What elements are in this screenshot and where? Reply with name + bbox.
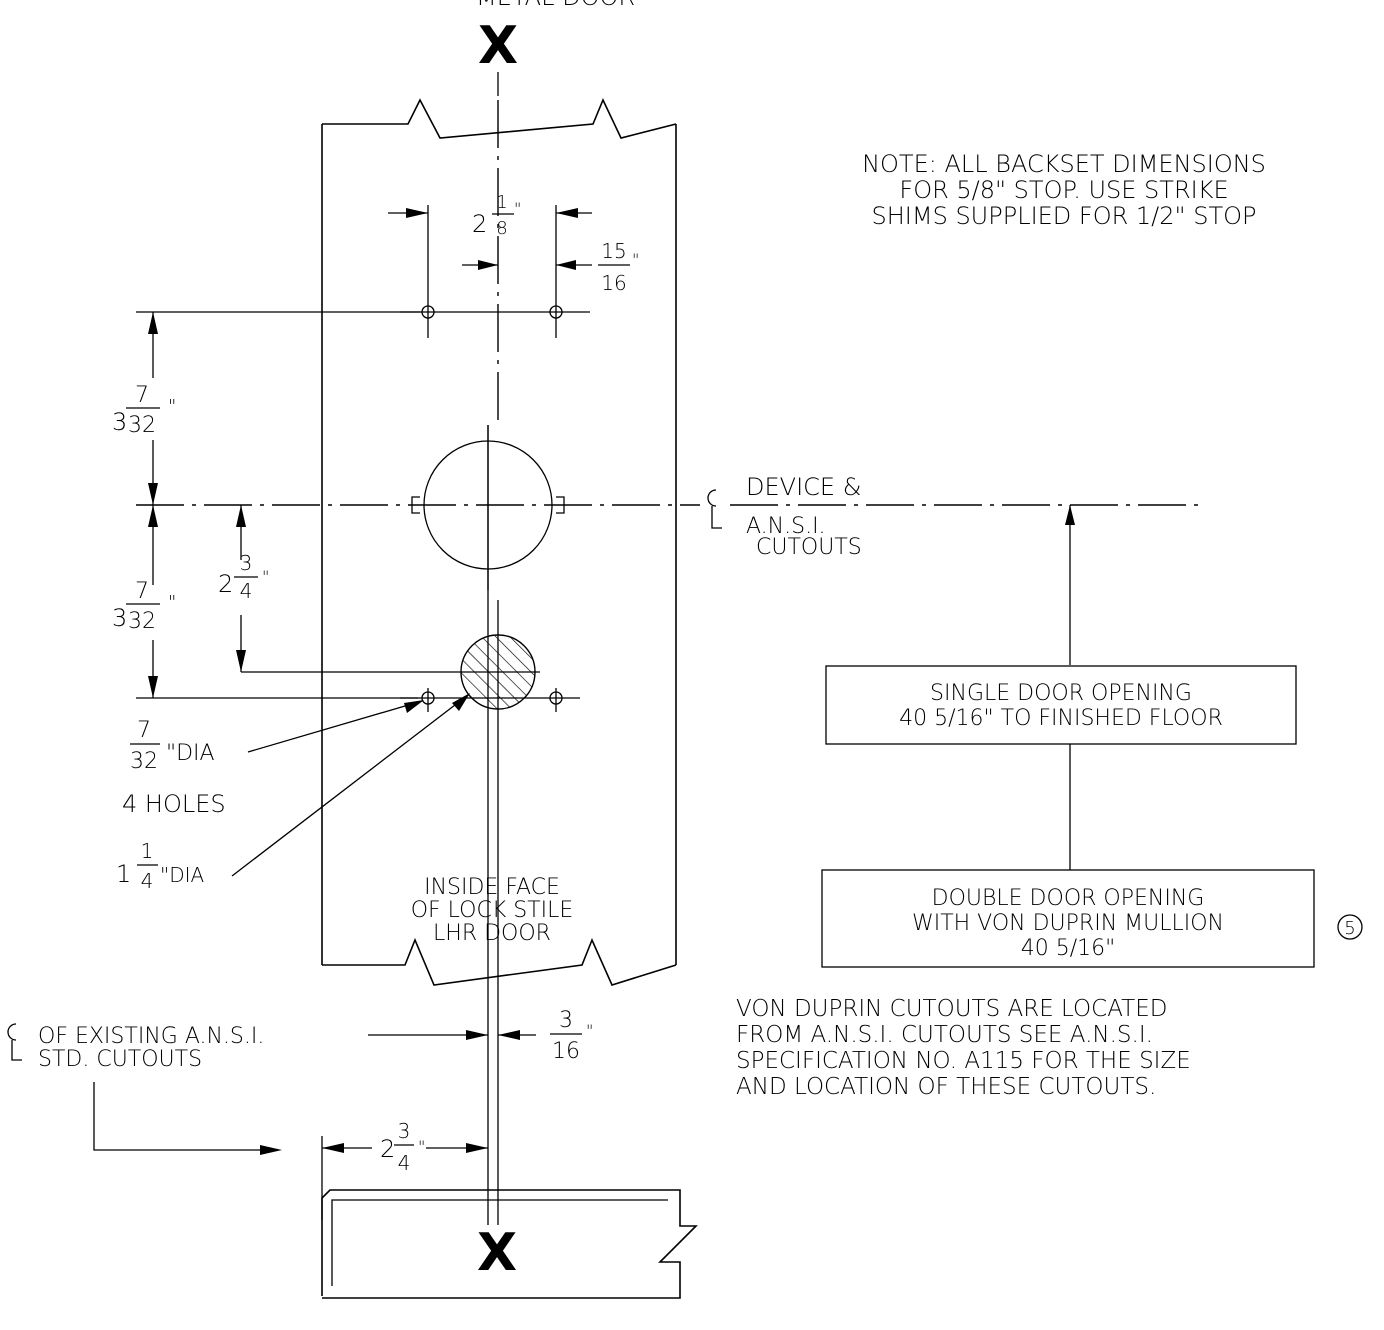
- center-mark-top: X: [478, 16, 518, 76]
- stile-label-3: LHR DOOR: [433, 921, 551, 946]
- dim-hole-count: 4 HOLES: [122, 790, 226, 818]
- dim-mid-whole: 2: [218, 570, 233, 598]
- dim-upper-den: 32: [128, 413, 156, 438]
- dim-backset-num: 3: [398, 1119, 411, 1143]
- dim-mid-den: 4: [240, 579, 253, 603]
- note-line-3: SHIMS SUPPLIED FOR 1/2" STOP: [872, 202, 1257, 230]
- center-mark-bottom: X: [477, 1223, 517, 1283]
- single-box-line-1: SINGLE DOOR OPENING: [930, 681, 1192, 706]
- dim-bore-den: 4: [141, 869, 154, 893]
- dim-offset-den: 16: [601, 271, 626, 295]
- frame-inner-line: [331, 1199, 668, 1286]
- dim-upper-unit: ": [168, 396, 176, 417]
- dim-mid-unit: ": [262, 567, 269, 586]
- centerline-label-1: DEVICE &: [746, 473, 861, 501]
- bore-leader: [231, 694, 469, 877]
- double-box-line-3: 40 5/16": [1021, 936, 1116, 961]
- single-door-box: [825, 665, 1297, 745]
- dim-bore-num: 1: [141, 839, 154, 863]
- bore-tabs: [411, 496, 565, 514]
- dim-lower-num: 7: [135, 579, 149, 604]
- centerline-label-3: CUTOUTS: [756, 535, 862, 560]
- double-box-line-2: WITH VON DUPRIN MULLION: [912, 911, 1224, 936]
- vd-note-line-2: FROM A.N.S.I. CUTOUTS SEE A.N.S.I.: [736, 1022, 1153, 1048]
- centerline-symbol-c: [707, 489, 717, 507]
- dim-offset-unit: ": [632, 250, 639, 269]
- dim-backset-den: 4: [398, 1151, 411, 1175]
- dim-bore-suffix: "DIA: [160, 863, 204, 887]
- dim-lower-den: 32: [128, 609, 156, 634]
- mount-hole-top-right: [549, 305, 563, 319]
- vd-note-line-3: SPECIFICATION NO. A115 FOR THE SIZE: [736, 1048, 1191, 1074]
- dim-stile-num: 3: [559, 1008, 573, 1033]
- note-line-2: FOR 5/8" STOP. USE STRIKE: [899, 176, 1228, 204]
- centerline-label-2: A.N.S.I.: [746, 514, 826, 539]
- mount-hole-top-left: [421, 305, 435, 319]
- dim-top-width-whole: 2: [472, 210, 487, 238]
- centerline-symbol-l: [711, 506, 722, 529]
- stile-label-2: OF LOCK STILE: [411, 898, 574, 923]
- dim-upper-num: 7: [135, 383, 149, 408]
- dim-hole-suffix: "DIA: [166, 741, 215, 766]
- drawing-title-partial: METAL DOOR: [476, 0, 635, 11]
- existing-label-1: OF EXISTING A.N.S.I.: [38, 1024, 264, 1049]
- existing-cl-symbol-l: [11, 1040, 22, 1061]
- dim-offset-num: 15: [601, 239, 626, 263]
- dim-stile-den: 16: [552, 1039, 580, 1064]
- callout-number: 5: [1344, 918, 1355, 939]
- dim-top-width-den: 8: [496, 218, 507, 239]
- dim-upper-whole: 3: [112, 408, 127, 436]
- dim-hole-num: 7: [137, 718, 151, 743]
- existing-cl-symbol-c: [7, 1023, 17, 1041]
- dim-top-width-unit: ": [514, 199, 521, 218]
- hole-leader: [247, 700, 423, 753]
- existing-bent-leader: [93, 1082, 262, 1151]
- stile-label-1: INSIDE FACE: [424, 875, 560, 900]
- dim-stile-unit: ": [586, 1021, 593, 1040]
- door-outline: [321, 98, 677, 965]
- dim-backset-unit: ": [418, 1137, 425, 1156]
- double-door-box: [821, 869, 1315, 968]
- door-bottom-break: [322, 937, 677, 986]
- dim-backset-whole: 2: [380, 1135, 395, 1163]
- dim-bore-whole: 1: [116, 860, 131, 888]
- single-box-line-2: 40 5/16" TO FINISHED FLOOR: [899, 706, 1223, 731]
- dim-lower-whole: 3: [112, 604, 127, 632]
- existing-label-2: STD. CUTOUTS: [38, 1047, 202, 1072]
- vd-note-line-1: VON DUPRIN CUTOUTS ARE LOCATED: [736, 996, 1167, 1022]
- vd-note-line-4: AND LOCATION OF THESE CUTOUTS.: [736, 1074, 1156, 1100]
- frame-section: [321, 1189, 698, 1299]
- callout-circle: [1337, 914, 1363, 940]
- dim-hole-den: 32: [130, 749, 158, 774]
- note-line-1: NOTE: ALL BACKSET DIMENSIONS: [862, 150, 1266, 178]
- thru-bore-hatched: [460, 634, 536, 710]
- dim-mid-num: 3: [240, 551, 253, 575]
- dim-top-width-num: 1: [496, 192, 507, 213]
- dim-lower-unit: ": [168, 592, 176, 613]
- double-box-line-1: DOUBLE DOOR OPENING: [932, 886, 1205, 911]
